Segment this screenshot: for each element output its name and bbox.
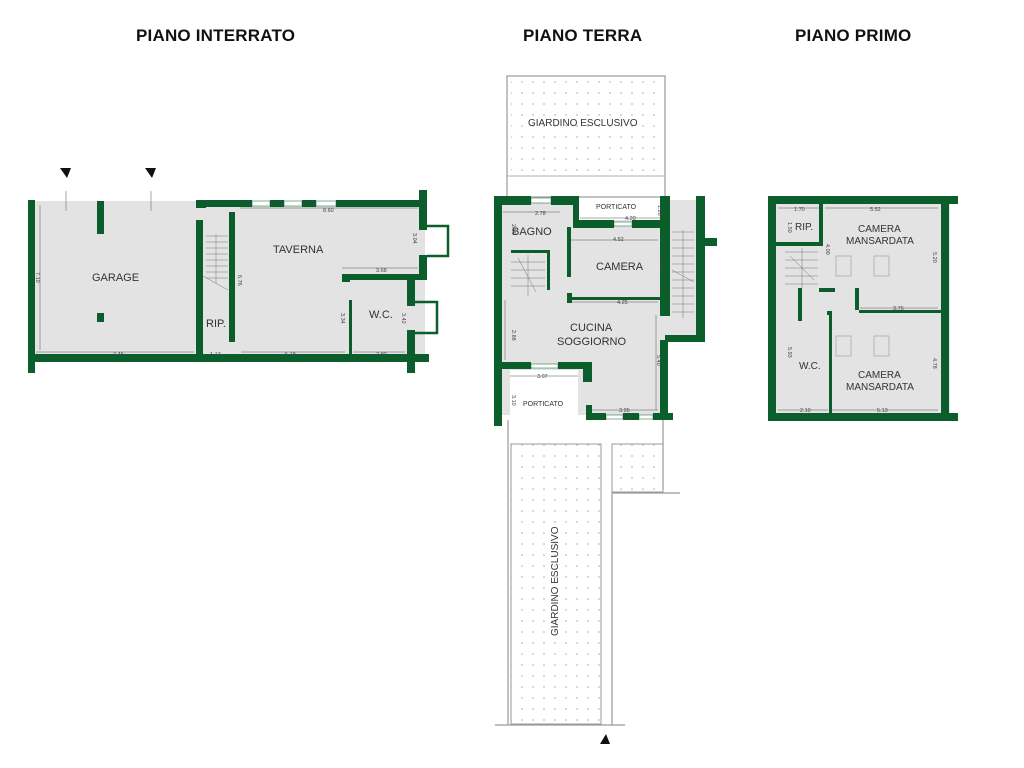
svg-text:3.23: 3.23	[658, 260, 664, 271]
room-camera-mansardata-2a: CAMERA	[858, 370, 901, 381]
svg-text:5.18: 5.18	[285, 352, 296, 358]
terra-stairs	[511, 230, 695, 318]
svg-text:4.78: 4.78	[931, 358, 937, 369]
svg-text:5.40: 5.40	[655, 355, 661, 366]
piano-primo-plan: RIP. CAMERA MANSARDATA W.C. CAMERA MANSA…	[768, 196, 958, 421]
svg-text:3.95: 3.95	[619, 408, 630, 414]
svg-text:5.93: 5.93	[786, 347, 792, 358]
room-wc-interrato: W.C.	[369, 309, 393, 321]
terra-walls	[494, 196, 717, 426]
room-giardino-top: GIARDINO ESCLUSIVO	[528, 118, 638, 129]
svg-text:1.17: 1.17	[210, 352, 221, 358]
svg-text:4.25: 4.25	[617, 300, 628, 306]
svg-text:4.20: 4.20	[625, 216, 636, 222]
room-taverna: TAVERNA	[273, 244, 324, 256]
room-rip-primo: RIP.	[795, 222, 813, 233]
svg-text:2.80: 2.80	[376, 352, 387, 358]
room-bagno: BAGNO	[512, 226, 552, 238]
svg-text:4.52: 4.52	[613, 237, 624, 243]
svg-text:1.70: 1.70	[794, 207, 805, 213]
svg-text:8.60: 8.60	[323, 208, 334, 214]
svg-text:2.78: 2.78	[535, 211, 546, 217]
interrato-walls	[28, 190, 429, 373]
svg-text:2.00: 2.00	[510, 224, 516, 235]
svg-text:3.07: 3.07	[537, 374, 548, 380]
room-giardino-bottom: GIARDINO ESCLUSIVO	[550, 526, 561, 636]
svg-text:5.13: 5.13	[877, 408, 888, 414]
primo-walls	[768, 196, 958, 421]
room-cucina: CUCINA	[570, 322, 613, 334]
room-camera-mansardata-2b: MANSARDATA	[846, 382, 914, 393]
svg-text:3.34: 3.34	[339, 313, 345, 324]
room-wc-primo: W.C.	[799, 361, 821, 372]
svg-text:7.10: 7.10	[34, 272, 40, 283]
entrance-marker-icon	[600, 734, 610, 744]
interrato-stair	[202, 234, 229, 291]
svg-text:3.68: 3.68	[376, 268, 387, 274]
svg-text:3.42: 3.42	[400, 313, 406, 324]
room-camera-mansardata-1a: CAMERA	[858, 224, 901, 235]
title-piano-primo: PIANO PRIMO	[795, 26, 912, 45]
svg-text:3.75: 3.75	[893, 306, 904, 312]
svg-text:1.50: 1.50	[786, 222, 792, 233]
svg-text:3.10: 3.10	[510, 395, 516, 406]
title-piano-terra: PIANO TERRA	[523, 26, 643, 45]
svg-text:3.04: 3.04	[411, 233, 417, 244]
svg-text:7.45: 7.45	[113, 352, 124, 358]
piano-interrato-plan: GARAGE RIP. TAVERNA W.C. 7.45 1.17 8.60 …	[28, 168, 450, 373]
room-porticato-bottom: PORTICATO	[523, 401, 564, 408]
room-camera-terra: CAMERA	[596, 261, 644, 273]
piano-terra-plan: GIARDINO ESCLUSIVO	[494, 75, 717, 744]
garage-entrance-icons	[60, 168, 156, 178]
room-rip-interrato: RIP.	[206, 318, 226, 330]
room-soggiorno: SOGGIORNO	[557, 336, 627, 348]
room-porticato-top: PORTICATO	[596, 204, 637, 211]
room-garage: GARAGE	[92, 272, 139, 284]
svg-text:2.88: 2.88	[510, 330, 516, 341]
title-piano-interrato: PIANO INTERRATO	[136, 26, 296, 45]
svg-text:2.10: 2.10	[800, 408, 811, 414]
skylights	[835, 255, 890, 357]
room-camera-mansardata-1b: MANSARDATA	[846, 236, 914, 247]
primo-stair	[785, 248, 818, 288]
svg-text:4.00: 4.00	[824, 244, 830, 255]
svg-text:1.20: 1.20	[656, 205, 662, 216]
svg-text:5.20: 5.20	[931, 252, 937, 263]
svg-text:5.52: 5.52	[870, 207, 881, 213]
svg-text:6.76: 6.76	[236, 275, 242, 286]
